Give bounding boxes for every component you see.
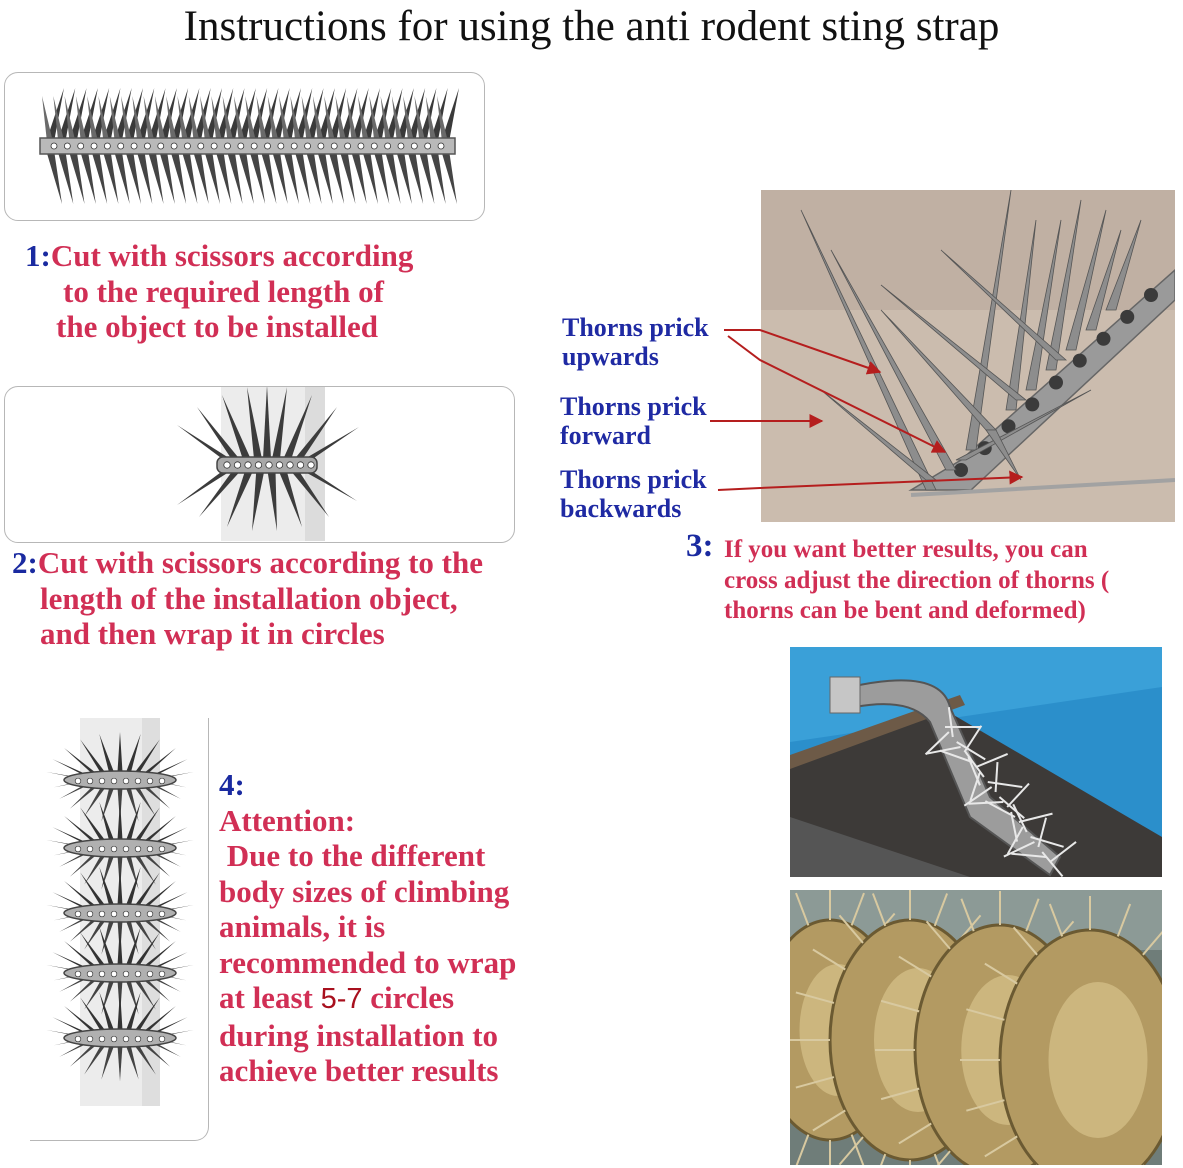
step-1-line-3: the object to be installed — [56, 309, 379, 344]
step-4-line-5b: circles — [362, 980, 455, 1015]
step-4-line-1: Due to the different — [219, 838, 486, 873]
step-3-text: If you want better results, you can cros… — [724, 535, 1183, 627]
coiled-strap-photo — [790, 890, 1162, 1165]
step-4-number: 4: — [219, 767, 245, 802]
pole-rings-illustration — [30, 718, 206, 1138]
step-4-line-6: during installation to — [219, 1017, 499, 1053]
step-2-line-1: Cut with scissors according to the — [37, 545, 483, 580]
label-arrows — [710, 329, 1024, 491]
step-4-line-2: body sizes of climbing — [219, 873, 510, 909]
label-backwards-line-1: Thorns prick — [560, 465, 707, 494]
step-3-line-1: If you want better results, you can — [724, 536, 1088, 563]
pipe-installation-photo — [790, 647, 1162, 877]
step-4-line-3: animals, it is — [219, 909, 386, 944]
step-4-text: 4: Attention: Due to the different body … — [219, 767, 579, 1089]
step-2-line-3: and then wrap it in circles — [40, 616, 385, 651]
multi-wrap-illustration — [30, 718, 209, 1141]
label-forward: Thorns prick forward — [560, 392, 707, 450]
step-1-line-1: Cut with scissors according — [50, 238, 414, 273]
step-3-line-3: thorns can be bent and deformed) — [724, 597, 1086, 624]
wrap-image-panel — [4, 386, 515, 543]
thorn-direction-photo — [761, 190, 1175, 522]
step-1-line-2: to the required length of — [63, 273, 384, 309]
step-1-text: 1:Cut with scissors according to the req… — [25, 238, 495, 345]
label-upwards-line-1: Thorns prick — [562, 313, 709, 342]
step-2-number: 2: — [12, 545, 38, 580]
label-forward-line-1: Thorns prick — [560, 392, 707, 421]
step-4-line-7: achieve better results — [219, 1053, 499, 1088]
label-backwards: Thorns prick backwards — [560, 465, 707, 523]
step-4-line-5a: at least — [219, 980, 321, 1015]
step-4-line-4: recommended to wrap — [219, 944, 517, 980]
label-upwards: Thorns prick upwards — [562, 313, 709, 371]
step-2-line-2: length of the installation object, — [40, 580, 458, 616]
step-4-heading: Attention: — [219, 802, 356, 838]
label-upwards-line-2: upwards — [562, 342, 659, 371]
spike-strip-illustration — [39, 88, 459, 204]
step-3-line-2: cross adjust the direction of thorns ( — [724, 566, 1110, 594]
circles-count-highlight: 5-7 — [320, 983, 363, 1015]
label-backwards-line-2: backwards — [560, 494, 682, 523]
step-1-number: 1: — [25, 238, 51, 273]
step-3-number: 3: — [686, 528, 714, 564]
step-2-text: 2:Cut with scissors according to the len… — [12, 545, 552, 652]
label-forward-line-2: forward — [560, 421, 651, 450]
wrapped-pole-illustration — [177, 387, 359, 541]
strip-image-panel — [4, 72, 485, 221]
page-title: Instructions for using the anti rodent s… — [183, 3, 1000, 50]
